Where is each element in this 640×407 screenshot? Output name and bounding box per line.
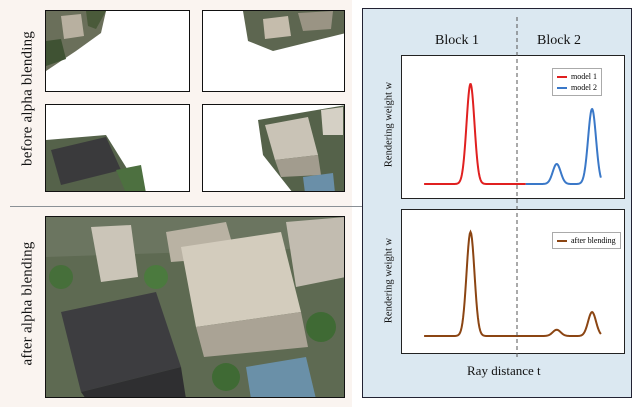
- legend-label: model 1: [571, 72, 597, 81]
- blended-render: [45, 216, 345, 398]
- series-line-model-1: [424, 82, 526, 185]
- top-plot-canvas: [424, 82, 602, 185]
- series-line-model-2: [525, 107, 602, 185]
- top-legend: model 1 model 2: [552, 68, 602, 96]
- aerial-image-partial: [46, 135, 146, 191]
- top-y-axis-label: Rendering weight w: [383, 81, 395, 168]
- block2-render-bottom-left: [45, 104, 190, 192]
- bottom-y-axis-label: Rendering weight w: [383, 237, 395, 324]
- bottom-plot-canvas: [424, 229, 602, 337]
- model1-swatch: [557, 75, 567, 78]
- bottom-plot: after blending: [401, 209, 625, 354]
- legend-label: model 2: [571, 83, 597, 92]
- block-divider: [516, 17, 518, 357]
- row-divider: [10, 206, 630, 207]
- block2-label: Block 2: [537, 33, 581, 48]
- blended-swatch: [557, 239, 567, 242]
- block1-render-top-right: [202, 10, 345, 92]
- aerial-image-partial: [46, 11, 106, 71]
- before-blending-label: before alpha blending: [19, 31, 36, 166]
- aerial-image-partial: [243, 11, 344, 51]
- top-plot: model 1 model 2: [401, 55, 625, 199]
- after-blending-label: after alpha blending: [19, 241, 36, 366]
- aerial-image-full: [46, 217, 344, 397]
- x-axis-label: Ray distance t: [467, 363, 541, 378]
- block1-label: Block 1: [435, 33, 479, 48]
- aerial-image-partial: [258, 105, 344, 191]
- legend-item-model-1: model 1: [557, 71, 597, 82]
- block1-render-top-left: [45, 10, 190, 92]
- legend-label: after blending: [571, 236, 616, 245]
- series-line-after-blending: [424, 229, 602, 337]
- rendering-weight-panel: Block 1 Block 2 model 1 model 2 Renderin…: [362, 8, 632, 398]
- block2-render-bottom-right: [202, 104, 345, 192]
- bottom-legend: after blending: [552, 232, 621, 249]
- legend-item-after-blending: after blending: [557, 235, 616, 246]
- legend-item-model-2: model 2: [557, 82, 597, 93]
- model2-swatch: [557, 86, 567, 89]
